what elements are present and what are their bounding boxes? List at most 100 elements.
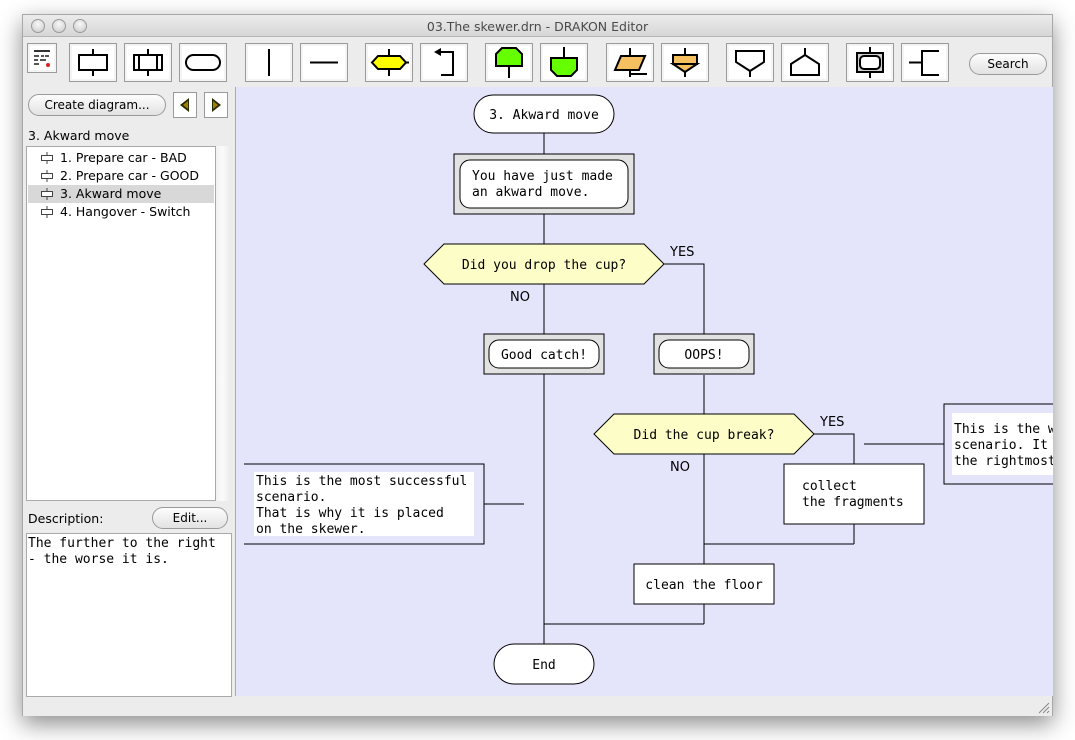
diagram-list-item[interactable]: 1. Prepare car - BAD [28, 149, 214, 167]
oops-node[interactable]: OOPS! [653, 333, 755, 375]
action-icon [78, 49, 108, 76]
q2-no-label: NO [670, 460, 690, 475]
question-drop-cup-text: Did you drop the cup? [462, 258, 626, 273]
question-drop-cup-node[interactable]: Did you drop the cup? [423, 243, 665, 285]
good-catch-node[interactable]: Good catch! [483, 333, 605, 375]
comment-left-line4: on the skewer. [256, 522, 366, 537]
action-tool-button[interactable] [69, 43, 117, 82]
edit-description-button[interactable]: Edit... [152, 507, 228, 529]
previous-diagram-button[interactable] [173, 92, 197, 118]
menu-button[interactable] [27, 43, 57, 73]
diagram-list-item[interactable]: 2. Prepare car - GOOD [28, 167, 214, 185]
resize-grip-icon[interactable] [1036, 700, 1050, 714]
question-cup-break-node[interactable]: Did the cup break? [593, 413, 815, 455]
case-tool-button[interactable] [901, 43, 949, 82]
horizontal-line-icon [310, 61, 338, 64]
connector-lines [484, 127, 944, 663]
address-tool-button[interactable] [540, 43, 588, 82]
arrow-loop-icon [434, 48, 454, 76]
comment-left-line2: scenario. [256, 490, 326, 505]
sidebar: Create diagram... 3. Akward move 1. Prep… [23, 87, 235, 697]
minimize-window-button[interactable] [52, 19, 66, 33]
list-menu-icon [34, 50, 50, 67]
diagram-list: 1. Prepare car - BAD 2. Prepare car - GO… [26, 146, 216, 501]
triangle-left-icon [180, 98, 189, 112]
comment-left-line3: That is why it is placed [256, 506, 444, 521]
comment-right-line3: the rightmost [954, 454, 1053, 469]
collect-line1: collect [802, 479, 857, 494]
description-label: Description: [28, 511, 104, 526]
insertion-icon [133, 49, 163, 76]
comment-left-line1: This is the most successful [256, 474, 467, 489]
question-cup-break-text: Did the cup break? [634, 428, 775, 443]
status-bar [23, 697, 1052, 716]
description-text: The further to the right - the worse it … [26, 533, 232, 697]
intro-action-line2: an akward move. [472, 185, 589, 200]
next-diagram-button[interactable] [204, 92, 228, 118]
diagram-icon [41, 170, 53, 182]
question-icon [370, 49, 409, 76]
toolbar: Search [23, 38, 1052, 86]
q2-yes-label: YES [819, 415, 844, 430]
diagram-canvas[interactable]: 3. Akward move You have just made an akw… [235, 87, 1053, 696]
input-icon [613, 48, 647, 77]
create-diagram-button[interactable]: Create diagram... [28, 94, 166, 116]
diagram-icon [41, 152, 53, 164]
oops-text: OOPS! [684, 348, 723, 363]
case-icon [909, 50, 939, 76]
diagram-list-scrollbar[interactable] [216, 146, 229, 501]
output-tool-button[interactable] [661, 43, 709, 82]
horizontal-line-tool-button[interactable] [300, 43, 348, 82]
loop-start-tool-button[interactable] [726, 43, 774, 82]
q1-no-label: NO [510, 290, 530, 305]
question-tool-button[interactable] [365, 43, 413, 82]
diagram-list-item-label: 2. Prepare car - GOOD [60, 168, 200, 183]
good-catch-text: Good catch! [501, 348, 587, 363]
output-icon [669, 48, 701, 77]
drakon-diagram: 3. Akward move You have just made an akw… [244, 94, 1053, 685]
clean-floor-node[interactable]: clean the floor [633, 563, 775, 605]
insertion-tool-button[interactable] [124, 43, 172, 82]
app-window: 03.The skewer.drn - DRAKON Editor [22, 14, 1053, 716]
end-text: End [532, 658, 555, 673]
begin-end-tool-button[interactable] [179, 43, 227, 82]
diagram-list-item-label: 3. Akward move [60, 186, 162, 201]
diagram-title-text: 3. Akward move [489, 108, 599, 123]
diagram-icon [41, 188, 53, 200]
q1-yes-label: YES [669, 245, 694, 260]
diagram-list-item[interactable]: 4. Hangover - Switch [28, 203, 214, 221]
branch-tool-button[interactable] [485, 43, 533, 82]
current-diagram-label: 3. Akward move [28, 128, 130, 143]
intro-action-line1: You have just made [472, 169, 613, 184]
close-window-button[interactable] [31, 19, 45, 33]
collect-fragments-node[interactable]: collect the fragments [783, 463, 925, 525]
comment-right[interactable]: This is the w scenario. It the rightmost [943, 403, 1053, 485]
loop-start-icon [735, 50, 765, 77]
arrow-tool-button[interactable] [420, 43, 468, 82]
search-button[interactable]: Search [969, 53, 1047, 75]
collect-line2: the fragments [802, 495, 904, 510]
comment-left[interactable]: This is the most successful scenario. Th… [244, 463, 485, 545]
select-tool-button[interactable] [846, 43, 894, 82]
zoom-window-button[interactable] [73, 19, 87, 33]
input-tool-button[interactable] [606, 43, 654, 82]
loop-end-icon [790, 48, 820, 76]
triangle-right-icon [212, 98, 221, 112]
title-bar: 03.The skewer.drn - DRAKON Editor [23, 15, 1052, 37]
vertical-line-tool-button[interactable] [245, 43, 293, 82]
diagram-list-item-label: 4. Hangover - Switch [60, 204, 191, 219]
branch-icon [495, 47, 523, 78]
clean-floor-text: clean the floor [645, 578, 763, 593]
diagram-list-item-selected[interactable]: 3. Akward move [28, 185, 214, 203]
comment-right-line1: This is the w [954, 422, 1053, 437]
loop-end-tool-button[interactable] [781, 43, 829, 82]
vertical-line-icon [268, 49, 270, 76]
comment-right-line2: scenario. It [954, 438, 1048, 453]
intro-action-node[interactable]: You have just made an akward move. [453, 153, 635, 215]
begin-end-icon [185, 54, 221, 71]
diagram-title-node[interactable]: 3. Akward move [473, 94, 615, 134]
end-node[interactable]: End [493, 643, 595, 685]
address-icon [550, 47, 578, 77]
window-title: 03.The skewer.drn - DRAKON Editor [426, 19, 649, 34]
diagram-icon [41, 206, 53, 218]
